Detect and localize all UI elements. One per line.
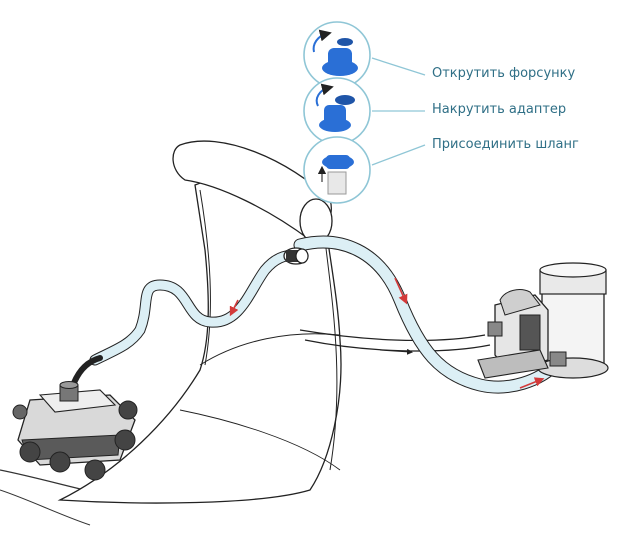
wall-fitting: [283, 247, 309, 265]
step-label-screw-adapter: Накрутить адаптер: [432, 102, 567, 117]
robot-cleaner: [12, 381, 138, 481]
filter-pump: [477, 262, 609, 379]
step-icon-3: [303, 136, 371, 204]
return-line: [299, 329, 491, 355]
unscrew-nozzle-icon: [312, 29, 358, 76]
step-label-unscrew-nozzle: Открутить форсунку: [432, 66, 576, 81]
connect-hose-icon: [317, 155, 354, 195]
step-label-connect-hose: Присоединить шланг: [432, 137, 579, 152]
step-icon-1: [303, 21, 371, 89]
screw-adapter-icon: [315, 83, 355, 132]
step-icon-2: [303, 77, 371, 145]
hose-main: [293, 235, 562, 394]
